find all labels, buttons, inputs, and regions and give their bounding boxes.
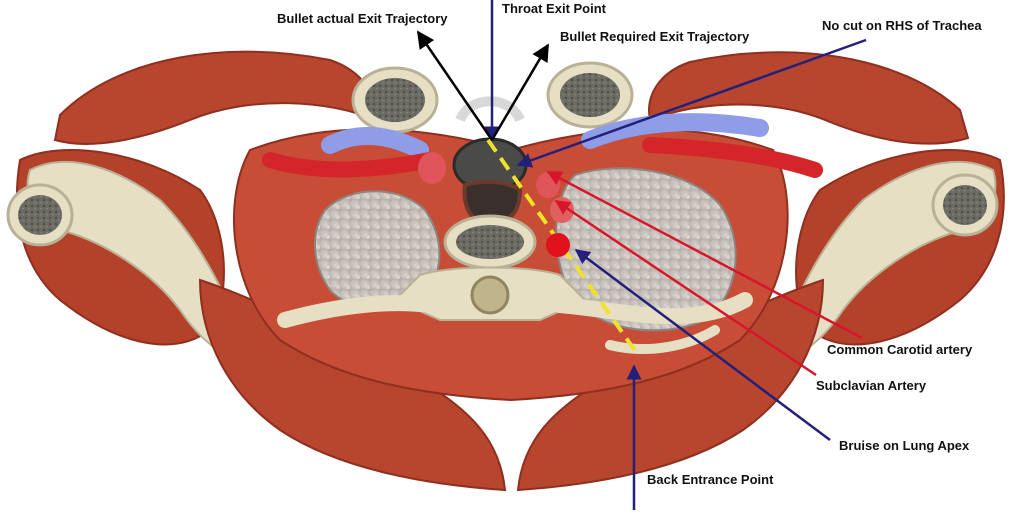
right-humerus-marrow [943,185,987,225]
label-throat-exit-point: Throat Exit Point [502,1,607,16]
vertebra-marrow [456,225,524,259]
left-subclavian-vein [321,126,429,159]
right-posterior-rib [605,325,720,355]
label-back-entrance-point: Back Entrance Point [647,472,774,487]
spinal-canal [470,275,510,315]
left-carotid-artery [418,152,446,184]
right-clavicle-marrow [560,73,620,117]
label-common-carotid-artery: Common Carotid artery [827,342,973,357]
subclavian-artery-arrow [554,199,817,377]
label-bruise-on-lung-apex: Bruise on Lung Apex [839,438,970,453]
esophagus [462,179,523,228]
neck-tissue [455,96,525,123]
label-no-cut-rhs-trachea: No cut on RHS of Trachea [822,18,982,33]
left-clavicle-marrow [365,78,425,122]
lung-apex-bruise-marker [546,233,570,257]
left-subclavian-artery [262,152,438,178]
left-trapezius-muscle [53,50,377,145]
left-rib [277,295,438,328]
bullet-required-exit-arrow [490,43,550,141]
label-bullet-actual-exit-trajectory: Bullet actual Exit Trajectory [277,11,448,26]
right-rib [552,292,753,325]
common-carotid-arrow [546,170,863,340]
lung-apex-bruise-arrow [574,248,831,442]
label-bullet-required-exit-trajectory: Bullet Required Exit Trajectory [560,29,750,44]
right-subclavian-artery [642,137,823,178]
no-cut-trachea-arrow [516,38,867,168]
anatomy-illustration [6,50,1005,492]
label-subclavian-artery: Subclavian Artery [816,378,927,393]
left-humerus-marrow [18,195,62,235]
bullet-actual-exit-arrow [416,30,494,141]
